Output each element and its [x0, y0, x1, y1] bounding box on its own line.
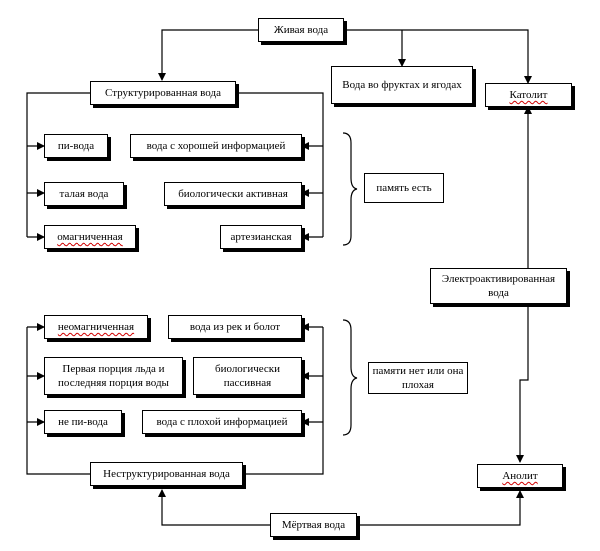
arrow-live-to-catholyte: [344, 29, 532, 84]
artesian-water-box: артезианская: [220, 225, 302, 249]
bad-info-water-label: вода с плохой информацией: [156, 416, 288, 428]
magnetized-water-box: омагниченная: [44, 225, 136, 249]
unstructured-water-label: Неструктурированная вода: [103, 468, 230, 480]
not-pi-water-label: не пи-вода: [58, 416, 108, 428]
memory-yes-brace: [342, 132, 358, 246]
melt-water-box: талая вода: [44, 182, 124, 206]
anolyte-label: Анолит: [502, 470, 538, 482]
river-water-box: вода из рек и болот: [168, 315, 302, 339]
catholyte-box: Католит: [485, 83, 572, 107]
arrow-live-to-structured: [158, 29, 258, 81]
structured-water-label: Структурированная вода: [105, 87, 221, 99]
artesian-water-label: артезианская: [230, 231, 292, 243]
unstructured-right-line: [243, 327, 324, 475]
non-magnetized-water-label: неомагниченная: [57, 321, 135, 333]
unstructured-left-line: [26, 327, 90, 475]
unstructured-water-box: Неструктурированная вода: [90, 462, 243, 486]
river-water-label: вода из рек и болот: [189, 321, 281, 333]
live-water-label: Живая вода: [273, 24, 329, 36]
structured-water-box: Структурированная вода: [90, 81, 236, 105]
pi-water-label: пи-вода: [57, 140, 95, 152]
first-ice-box: Первая порция льда и последняя порция во…: [44, 357, 183, 395]
pi-water-box: пи-вода: [44, 134, 108, 158]
electro-water-label: Электроактивированная вода: [441, 273, 556, 299]
anolyte-box: Анолит: [477, 464, 563, 488]
bio-passive-label: биологически пассивная: [214, 363, 281, 389]
live-water-box: Живая вода: [258, 18, 344, 42]
bad-info-water-box: вода с плохой информацией: [142, 410, 302, 434]
memory-yes-label: память есть: [376, 182, 432, 194]
dead-water-box: Мёртвая вода: [270, 513, 357, 537]
melt-water-label: талая вода: [59, 188, 109, 200]
good-info-water-box: вода с хорошей информацией: [130, 134, 302, 158]
structured-right-line: [236, 92, 324, 237]
good-info-water-label: вода с хорошей информацией: [146, 140, 286, 152]
fruit-water-label: Вода во фруктах и ягодах: [342, 79, 462, 91]
memory-no-label: памяти нет или она плохая: [372, 365, 464, 391]
memory-no-brace: [342, 319, 358, 436]
structured-left-line: [26, 92, 90, 237]
memory-no-box: памяти нет или она плохая: [368, 362, 468, 394]
fruit-water-box: Вода во фруктах и ягодах: [331, 66, 473, 104]
arrow-electro-to-anolyte: [516, 304, 529, 463]
first-ice-label: Первая порция льда и последняя порция во…: [58, 363, 169, 389]
arrow-dead-to-anolyte: [357, 490, 524, 526]
bio-passive-box: биологически пассивная: [193, 357, 302, 395]
bio-active-label: биологически активная: [178, 188, 288, 200]
dead-water-label: Мёртвая вода: [281, 519, 346, 531]
memory-yes-box: память есть: [364, 173, 444, 203]
catholyte-label: Католит: [509, 89, 548, 101]
non-magnetized-water-box: неомагниченная: [44, 315, 148, 339]
electro-water-box: Электроактивированная вода: [430, 268, 567, 304]
not-pi-water-box: не пи-вода: [44, 410, 122, 434]
magnetized-water-label: омагниченная: [57, 231, 123, 243]
arrow-dead-to-unstructured: [158, 489, 270, 526]
bio-active-box: биологически активная: [164, 182, 302, 206]
